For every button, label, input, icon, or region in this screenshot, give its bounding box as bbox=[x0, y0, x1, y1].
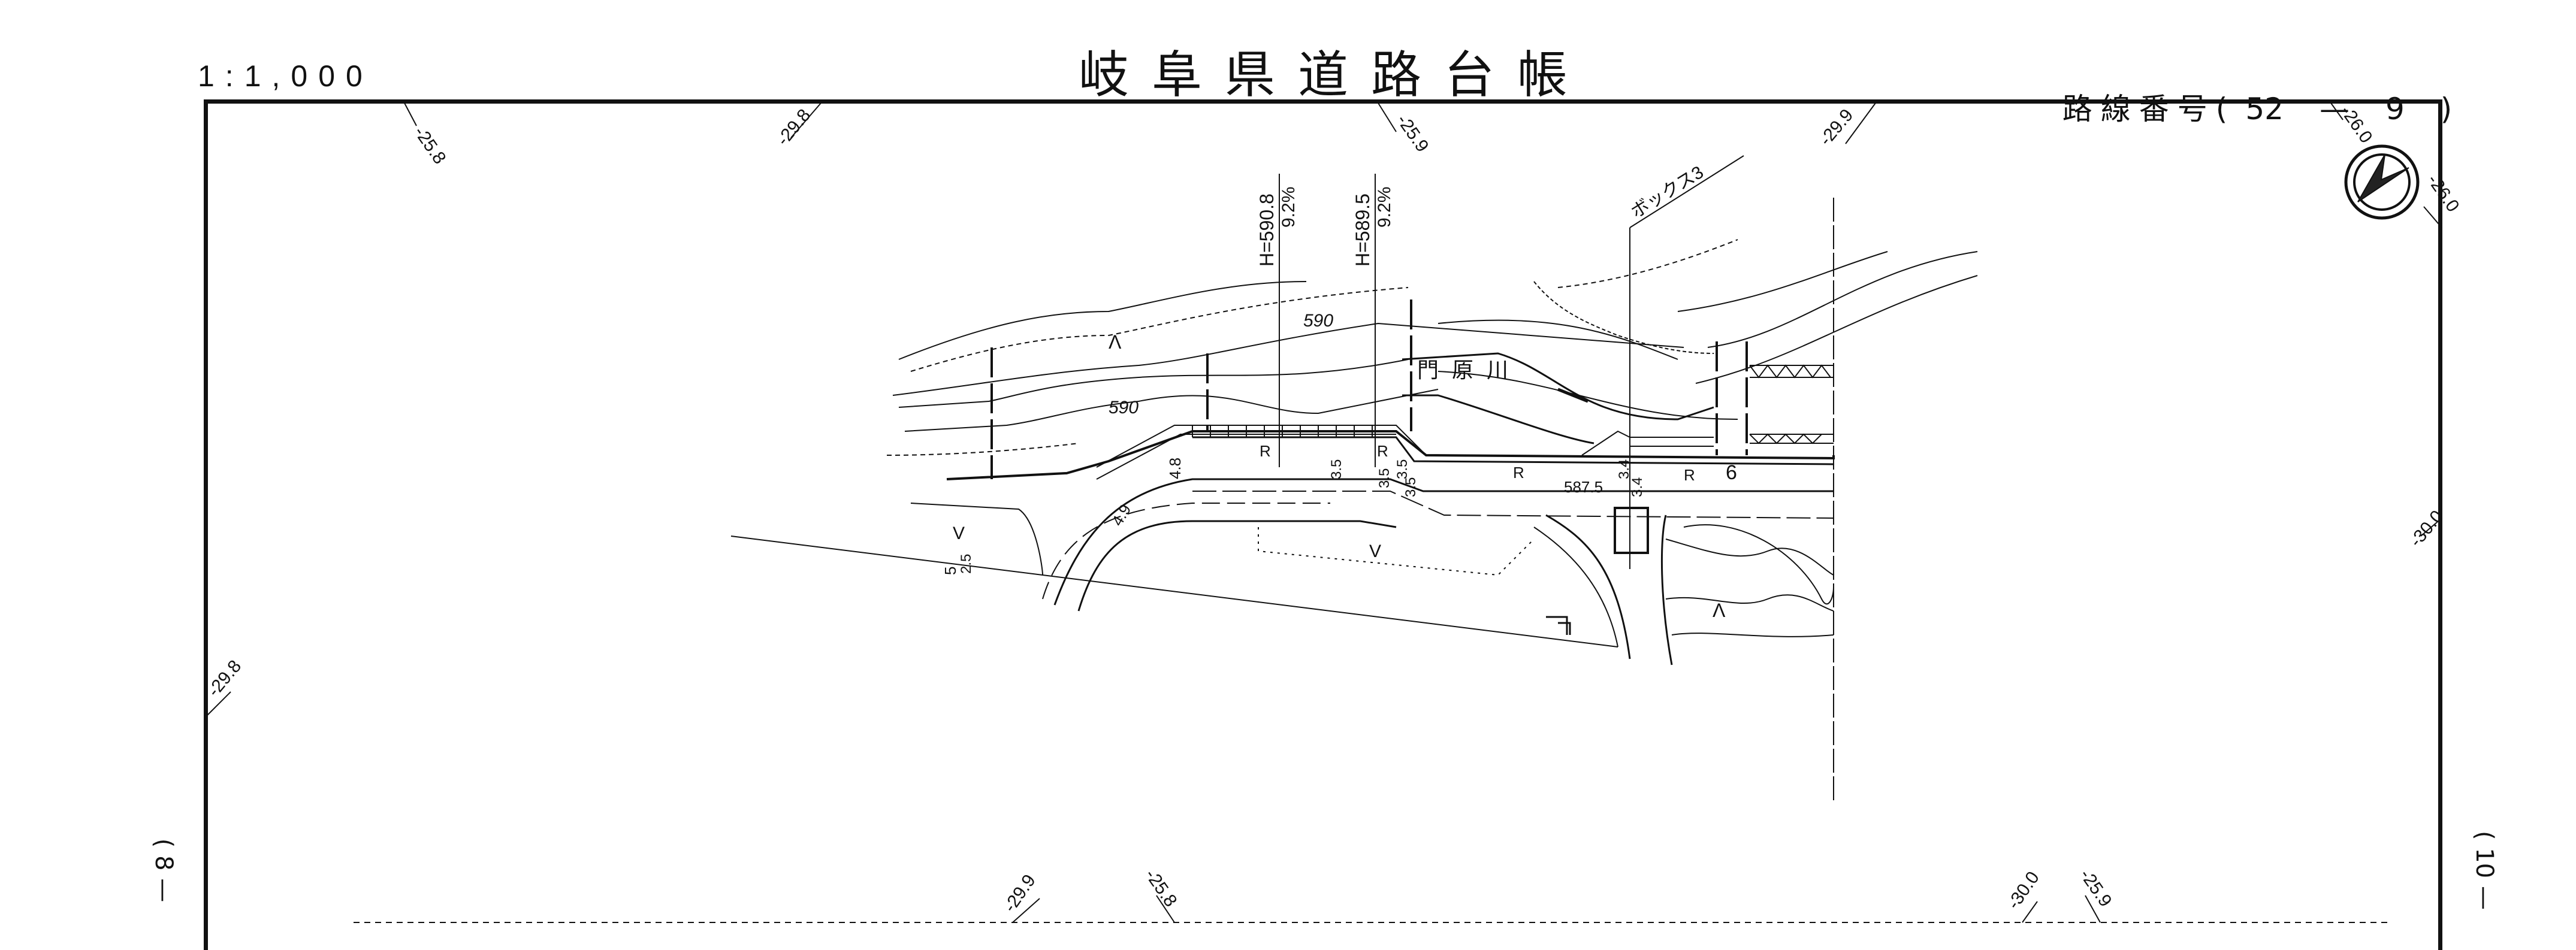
document-title: 岐阜県道路台帳 bbox=[1079, 46, 1591, 104]
elevation-label: H=590.8 bbox=[1256, 193, 1278, 267]
width-label: 5 bbox=[941, 567, 959, 575]
width-label: 3.5 bbox=[1328, 459, 1345, 479]
contour-label: 590 bbox=[1109, 398, 1138, 417]
route-major: 52 bbox=[2245, 92, 2284, 126]
route-minor: 9 bbox=[2385, 92, 2405, 126]
grid-label: -26.0 bbox=[2336, 102, 2376, 147]
dotted-area bbox=[1258, 527, 1535, 576]
grid-label: -25.8 bbox=[410, 123, 449, 168]
width-label: 3.5 bbox=[1403, 477, 1419, 497]
river-bank bbox=[1402, 352, 1714, 420]
contour-label: 590 bbox=[1303, 311, 1333, 331]
width-label: 2.5 bbox=[958, 554, 974, 574]
grade-label: 9.2% bbox=[1375, 187, 1394, 228]
grid-label: -30.0 bbox=[2004, 868, 2043, 913]
route-number: 路線番号(52—9) bbox=[2043, 50, 2452, 128]
terrain-symbol: Λ bbox=[1109, 331, 1122, 353]
terrain-symbol: V bbox=[1369, 541, 1381, 561]
parcel-boundary bbox=[730, 535, 1618, 648]
grid-label: -26.0 bbox=[2423, 171, 2463, 216]
grid-label: -29.8 bbox=[773, 105, 814, 150]
grid-label: -29.9 bbox=[1000, 871, 1040, 916]
width-label: 3.5 bbox=[1394, 459, 1411, 479]
road-mark: R bbox=[1377, 442, 1388, 460]
culvert-label: ボックス3 bbox=[1627, 162, 1707, 222]
width-label: 3.4 bbox=[1616, 459, 1632, 479]
road-mark: R bbox=[1684, 466, 1695, 484]
road-mark: R bbox=[1513, 464, 1524, 482]
culvert-box bbox=[1614, 507, 1649, 554]
river-flow-arrow bbox=[1557, 388, 1589, 403]
map-scale: 1:1,000 bbox=[198, 59, 373, 93]
contour-lines bbox=[886, 239, 1978, 456]
retaining-wall bbox=[1096, 425, 1427, 480]
grid-label: -25.8 bbox=[1141, 866, 1180, 910]
grid-label: -25.9 bbox=[1393, 111, 1432, 156]
grid-label: -29.8 bbox=[204, 656, 245, 701]
road bbox=[946, 430, 1835, 612]
terrain-symbol: Λ bbox=[1713, 600, 1726, 621]
road-mark: R bbox=[1260, 442, 1271, 460]
river-name: 門原川 bbox=[1417, 358, 1521, 382]
route-close-paren: ) bbox=[2440, 92, 2453, 126]
route-label: 路線番号 bbox=[2062, 92, 2216, 126]
width-label: 3.5 bbox=[1376, 468, 1393, 488]
section-lines bbox=[990, 155, 1834, 803]
grid-label: -25.9 bbox=[2076, 866, 2115, 910]
grid-label: -29.9 bbox=[1816, 105, 1857, 150]
width-label: 6 bbox=[1726, 461, 1737, 484]
width-label: 4.8 bbox=[1166, 458, 1184, 479]
width-label: 4.9 bbox=[1108, 501, 1134, 529]
contour-lines-right bbox=[1665, 524, 1834, 637]
grid-label: -30.0 bbox=[2406, 507, 2447, 551]
guardrail bbox=[1581, 364, 1834, 456]
map-frame bbox=[204, 99, 2442, 950]
terrain-symbol: V bbox=[953, 524, 965, 543]
elevation-label: H=589.5 bbox=[1352, 193, 1373, 267]
north-arrow-icon bbox=[2344, 144, 2420, 220]
spot-height: 587.5 bbox=[1564, 478, 1603, 496]
grid-ticks bbox=[206, 102, 2442, 923]
grade-label: 9.2% bbox=[1279, 187, 1298, 228]
width-label: 3.4 bbox=[1629, 477, 1645, 497]
